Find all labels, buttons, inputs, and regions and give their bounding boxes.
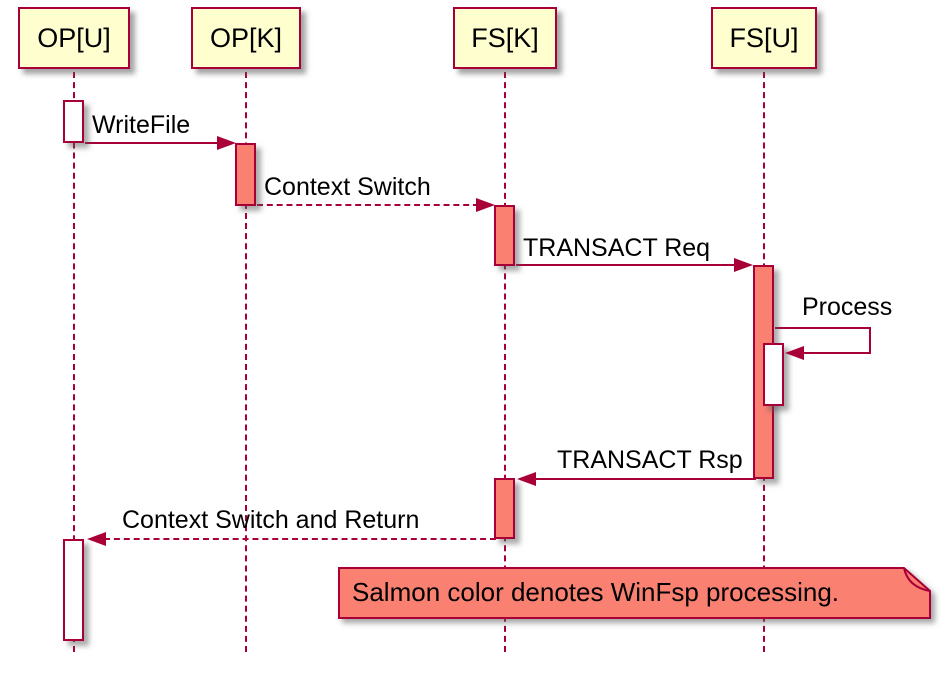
lifeline-opu	[73, 72, 75, 652]
activation-bar-opk	[235, 143, 256, 206]
participant-box-fsk: FS[K]	[453, 7, 557, 69]
activation-bar-fsu-process	[763, 343, 784, 406]
participant-box-opk: OP[K]	[191, 7, 301, 69]
participant-box-fsu: FS[U]	[711, 7, 817, 69]
arrowhead-right-icon	[217, 136, 236, 150]
self-call-bottom-line	[802, 352, 871, 354]
arrowhead-right-icon	[476, 198, 495, 212]
arrowhead-left-icon	[517, 472, 536, 486]
activation-bar-opu-end	[63, 539, 84, 641]
message-label-transact-rsp: TRANSACT Rsp	[557, 446, 743, 474]
message-label-context-switch-return: Context Switch and Return	[122, 506, 420, 534]
message-line-transact-rsp	[534, 478, 756, 480]
message-line-context-switch-return	[104, 538, 496, 540]
arrowhead-left-icon	[87, 532, 106, 546]
message-line-writefile	[85, 142, 219, 144]
participant-box-opu: OP[U]	[18, 7, 130, 69]
lifeline-opk	[245, 72, 247, 652]
activation-bar-fsk-response	[494, 478, 515, 539]
self-call-right-line	[869, 327, 871, 354]
arrowhead-right-icon	[734, 258, 753, 272]
participant-label: OP[U]	[37, 22, 111, 53]
message-label-context-switch: Context Switch	[264, 173, 431, 201]
arrowhead-left-icon	[785, 346, 804, 360]
message-label-transact-req: TRANSACT Req	[523, 234, 711, 262]
message-label-process: Process	[802, 293, 893, 321]
note: Salmon color denotes WinFsp processing.	[338, 567, 932, 620]
participant-label: FS[K]	[471, 22, 539, 53]
participant-label: FS[U]	[729, 22, 799, 53]
message-label-writefile: WriteFile	[92, 111, 191, 139]
lifeline-fsk	[504, 72, 506, 652]
self-call-top-line	[775, 327, 871, 329]
message-line-context-switch	[257, 204, 479, 206]
participant-label: OP[K]	[209, 22, 283, 53]
activation-bar-fsk-request	[494, 205, 515, 266]
message-line-transact-req	[516, 264, 736, 266]
activation-bar-opu-start	[63, 100, 84, 143]
note-text: Salmon color denotes WinFsp processing.	[352, 577, 840, 607]
note-shape	[338, 567, 931, 619]
